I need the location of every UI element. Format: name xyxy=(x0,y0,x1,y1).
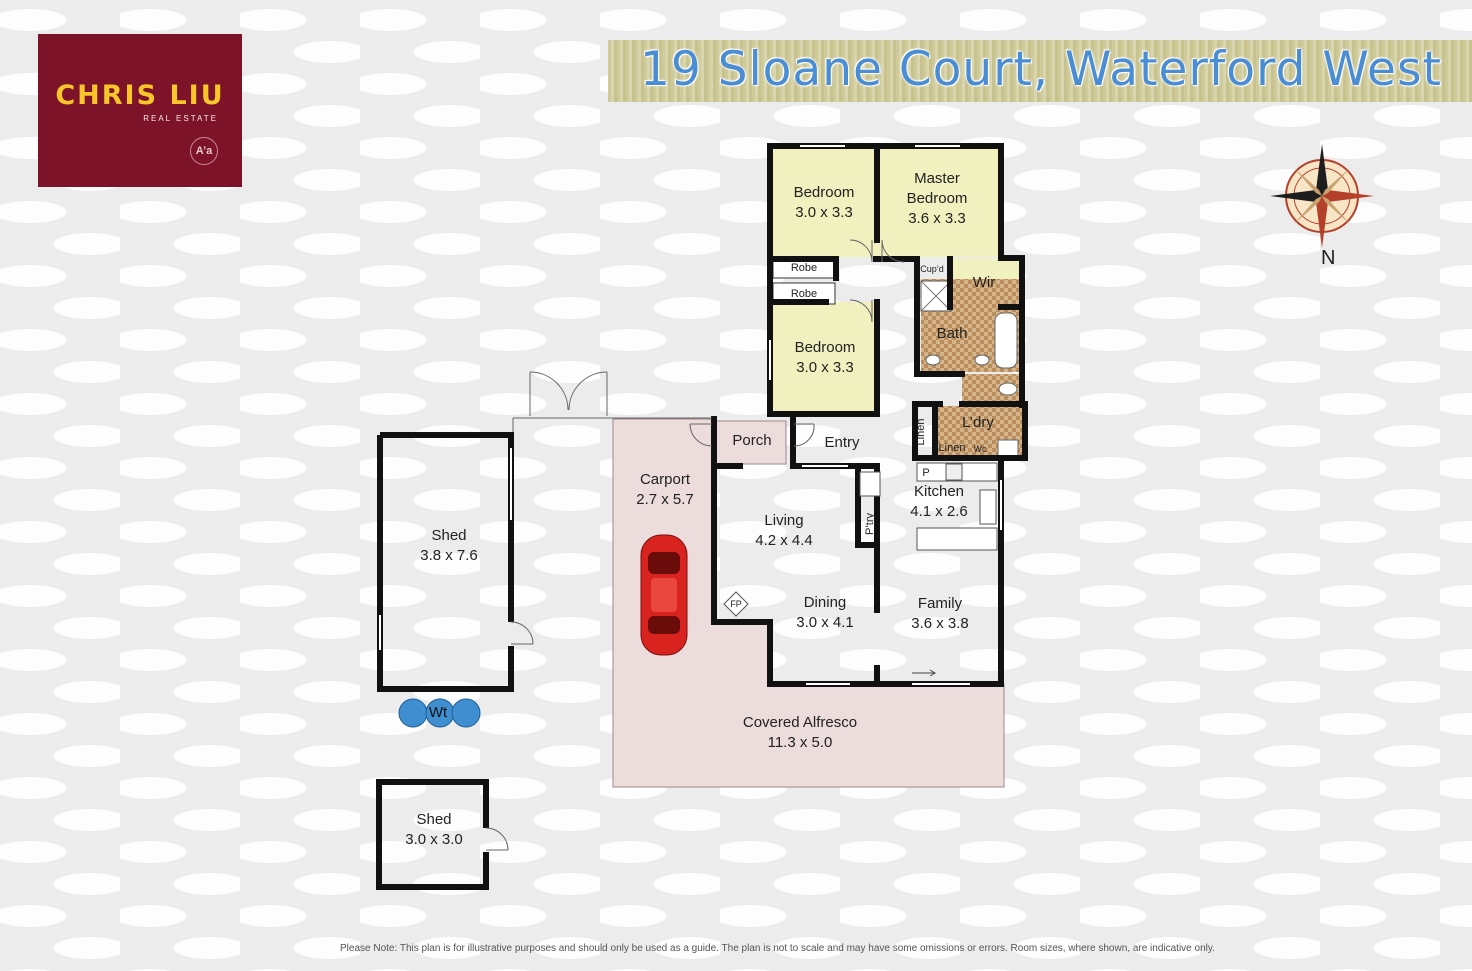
cupboard-label: Cup’d xyxy=(920,264,944,274)
dining-label: Dining 3.0 x 4.1 xyxy=(796,593,854,633)
wir-label: Wir xyxy=(972,274,996,291)
bedroom-2-label: Bedroom 3.0 x 3.3 xyxy=(795,338,856,378)
shed-1-label: Shed 3.8 x 7.6 xyxy=(420,526,478,566)
fireplace xyxy=(723,591,749,617)
laundry-tub xyxy=(997,439,1019,457)
wc-label: Wc xyxy=(973,444,987,454)
master-bedroom-label: Master Bedroom 3.6 x 3.3 xyxy=(907,169,968,229)
kitchen-label: Kitchen 4.1 x 2.6 xyxy=(910,482,968,522)
fireplace-label: FP xyxy=(730,599,742,609)
entry-label: Entry xyxy=(824,434,860,451)
kitchen-island xyxy=(916,527,998,551)
disclaimer-note: Please Note: This plan is for illustrati… xyxy=(340,943,1215,954)
car-icon xyxy=(640,534,688,656)
toilet xyxy=(998,382,1018,396)
laundry-label: L’dry xyxy=(962,414,994,431)
bedroom-2-fill xyxy=(771,302,876,412)
master-bedroom-name-1: Master xyxy=(914,170,960,187)
master-bedroom-fill xyxy=(876,147,999,257)
linen-label: Linen xyxy=(938,442,966,454)
bedroom-2-size: 3.0 x 3.3 xyxy=(796,359,854,376)
basin-2 xyxy=(974,354,990,366)
carport-name: Carport xyxy=(639,471,691,488)
kitchen-sink xyxy=(979,489,997,525)
porch-area xyxy=(713,420,787,465)
shed-2-label: Shed 3.0 x 3.0 xyxy=(405,810,463,850)
basin-1 xyxy=(925,354,941,366)
agency-logo: CHRIS LIU REAL ESTATE A’a xyxy=(38,34,242,187)
kitchen-size: 4.1 x 2.6 xyxy=(910,503,968,520)
bedroom-2-name: Bedroom xyxy=(794,339,856,356)
linen-vertical-label: Linen xyxy=(915,418,927,446)
p-label: P xyxy=(922,467,930,479)
master-bedroom-size: 3.6 x 3.3 xyxy=(908,210,966,227)
alfresco-name: Covered Alfresco xyxy=(742,714,858,731)
family-label: Family 3.6 x 3.8 xyxy=(911,594,969,634)
page-title: 19 Sloane Court, Waterford West xyxy=(640,42,1442,97)
bathtub xyxy=(994,312,1018,369)
bedroom-1-name: Bedroom xyxy=(793,184,855,201)
carport-label: Carport 2.7 x 5.7 xyxy=(636,470,694,510)
logo-subtitle: REAL ESTATE xyxy=(143,114,218,123)
living-label: Living 4.2 x 4.4 xyxy=(755,511,813,551)
title-banner xyxy=(608,40,1472,102)
cooktop xyxy=(945,463,963,481)
bath-label: Bath xyxy=(936,325,968,342)
shed-2-name: Shed xyxy=(416,811,452,828)
logo-brand: CHRIS LIU xyxy=(55,80,225,111)
master-bedroom-name-2: Bedroom xyxy=(906,190,968,207)
bedroom-1-label: Bedroom 3.0 x 3.3 xyxy=(794,183,855,223)
shed-2-size: 3.0 x 3.0 xyxy=(405,831,463,848)
dining-size: 3.0 x 4.1 xyxy=(796,614,854,631)
compass-rose-icon xyxy=(1270,144,1374,248)
bedroom-1-fill xyxy=(771,147,876,257)
robe-2-label: Robe xyxy=(790,288,818,300)
fridge-space xyxy=(859,471,881,497)
porch-label: Porch xyxy=(732,432,772,449)
water-tank-1 xyxy=(398,698,428,728)
alfresco-size: 11.3 x 5.0 xyxy=(767,734,833,751)
logo-badge: A’a xyxy=(190,137,218,165)
alfresco-label: Covered Alfresco 11.3 x 5.0 xyxy=(743,713,857,753)
family-size: 3.6 x 3.8 xyxy=(911,615,969,632)
living-size: 4.2 x 4.4 xyxy=(755,532,813,549)
family-name: Family xyxy=(917,595,963,612)
kitchen-name: Kitchen xyxy=(913,483,965,500)
bedroom-1-size: 3.0 x 3.3 xyxy=(795,204,853,221)
carport-size: 2.7 x 5.7 xyxy=(636,491,694,508)
pantry-label: P’try xyxy=(864,513,876,535)
compass-north-label: N xyxy=(1321,247,1336,269)
robe-1-label: Robe xyxy=(790,262,818,274)
water-tank-3 xyxy=(451,698,481,728)
dining-name: Dining xyxy=(803,594,847,611)
water-tank-label: Wt xyxy=(428,704,448,721)
living-name: Living xyxy=(764,512,804,529)
shed-1-size: 3.8 x 7.6 xyxy=(420,547,478,564)
shed-1-name: Shed xyxy=(431,527,467,544)
